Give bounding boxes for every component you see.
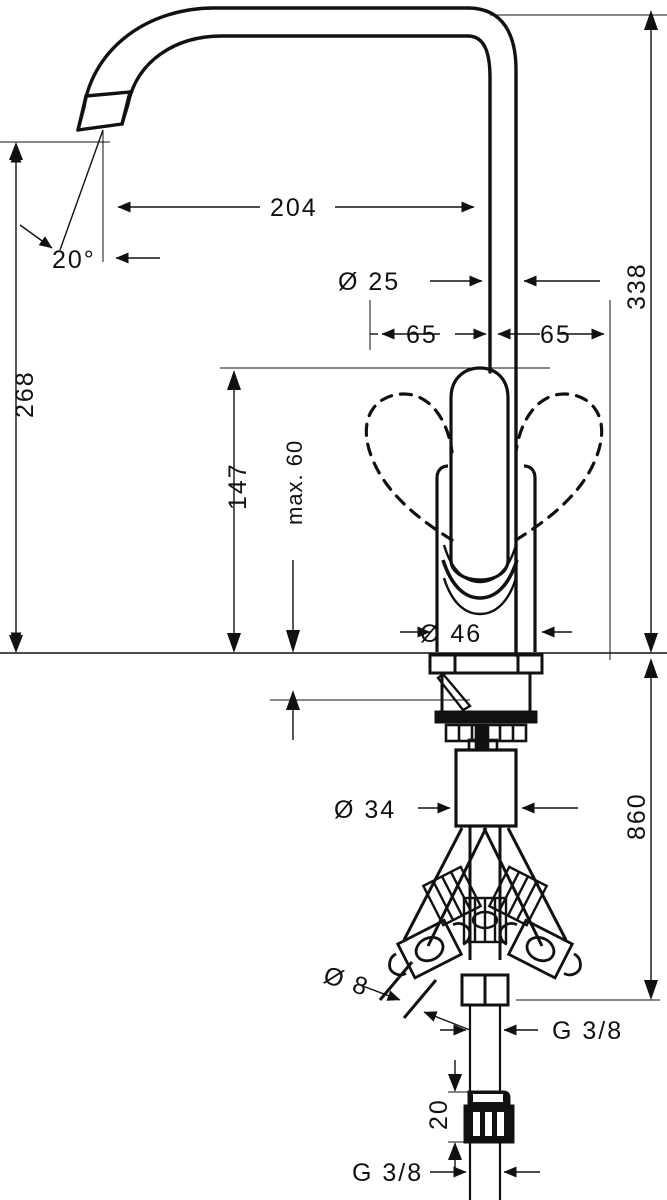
label-spout-reach: 204 (270, 194, 318, 222)
dim-total-height (644, 10, 658, 653)
hose-crimp-center (462, 896, 508, 944)
dim-counter-thickness (286, 560, 300, 653)
swivel-range-indicator (364, 392, 604, 542)
mixer-body (435, 464, 537, 652)
hose-nut-center (460, 973, 510, 1007)
label-body-diameter: Ø 46 (420, 620, 482, 648)
extension-lines (0, 14, 667, 1195)
thread-adapter (463, 1090, 515, 1144)
hose-crimp-right (487, 865, 549, 927)
dim-outlet-height (9, 142, 23, 653)
label-adapter-thread: G 3/8 (352, 1159, 423, 1187)
label-tube-diameter: Ø 25 (338, 268, 400, 296)
angle-valve-right (498, 918, 582, 980)
label-lever-height: 147 (224, 462, 252, 510)
label-spout-angle: 20° (52, 246, 96, 274)
hose-tail-left (378, 961, 438, 1019)
label-adapter-height: 20 (425, 1098, 453, 1130)
dim-mount-indicator (286, 690, 300, 740)
lever-handle (449, 366, 510, 582)
label-hose-thread: G 3/8 (552, 1017, 623, 1045)
dim-lever-height (227, 370, 241, 653)
faucet-body-outline (76, 6, 518, 657)
label-hose-diameter: Ø 8 (320, 961, 373, 1002)
label-hose-length: 860 (623, 792, 651, 840)
label-total-height: 338 (623, 262, 651, 310)
mounting-baseplate (428, 653, 544, 675)
dim-adapter-height (448, 1060, 462, 1175)
label-counter-thickness: max. 60 (282, 440, 307, 525)
label-shank-diameter: Ø 34 (334, 796, 396, 824)
dim-spout-angle (19, 129, 160, 264)
mounting-wedge (436, 672, 472, 712)
mounting-sleeve (434, 673, 538, 724)
label-outlet-height: 268 (11, 370, 39, 418)
hose-crimp-left (421, 865, 483, 927)
handle-collar (441, 544, 519, 616)
dim-hose-diameter (359, 984, 471, 1031)
dim-hose-length (644, 658, 658, 1000)
mounting-nut (444, 723, 528, 752)
threaded-shank (454, 748, 518, 828)
label-swivel-left: 65 (406, 321, 438, 349)
label-swivel-right: 65 (540, 321, 572, 349)
